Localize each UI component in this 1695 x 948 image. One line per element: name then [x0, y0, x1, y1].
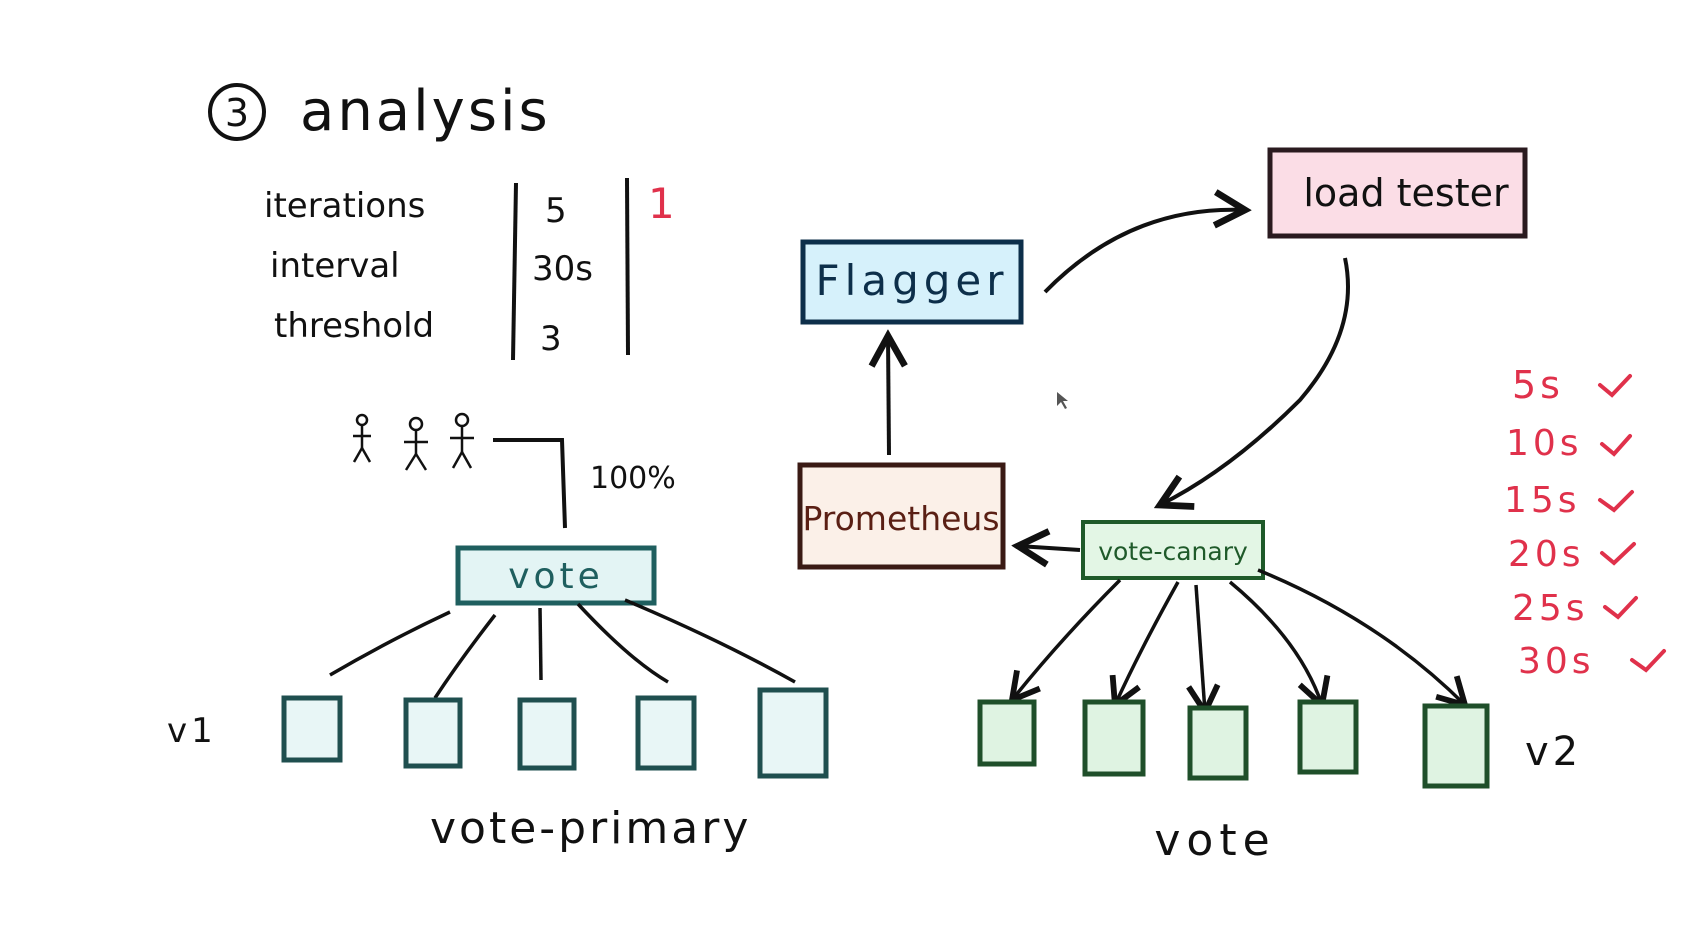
canary-pod [1187, 705, 1249, 781]
timing-10s: 10s [1506, 423, 1583, 464]
load-tester-label: load tester [1303, 171, 1509, 215]
canary-pods [977, 699, 1490, 789]
load-tester: load tester [1267, 147, 1528, 239]
title: 3 analysis [208, 79, 551, 144]
interval-label: interval [270, 246, 400, 286]
check-icon [1630, 649, 1666, 673]
flagger-box [800, 239, 1024, 325]
threshold-value: 3 [540, 319, 562, 359]
person-icon [352, 413, 372, 463]
check-icon [1600, 542, 1636, 566]
table-divider-1 [511, 182, 518, 361]
timing-20s: 20s [1508, 534, 1585, 575]
primary-pod [757, 687, 829, 779]
vote-service: vote [455, 545, 657, 606]
prometheus-to-flagger-arrow [888, 336, 889, 456]
canary-connectors [1012, 568, 1465, 712]
analysis-table: iterations interval threshold 5 30s 3 1 [264, 177, 675, 361]
canary-pod [1082, 699, 1146, 777]
iterations-value: 5 [545, 191, 567, 231]
flagger: Flagger [800, 239, 1024, 325]
canary-to-prometheus-arrow [1018, 546, 1081, 550]
primary-pods [281, 687, 829, 779]
canary-group-label: vote [1154, 815, 1275, 866]
traffic-line [493, 438, 567, 529]
flagger-to-loadtester-arrow [1043, 210, 1245, 294]
canary-pod [977, 699, 1037, 767]
traffic-percent: 100% [590, 461, 676, 496]
check-icon [1598, 374, 1632, 398]
threshold-label: threshold [274, 306, 434, 346]
prometheus-label: Prometheus [802, 499, 999, 538]
vote-service-box [455, 545, 657, 606]
timings: 5s 10s 15s 20s 25s 30s [1504, 363, 1666, 682]
prometheus-box [797, 462, 1006, 570]
canary-pod [1297, 699, 1359, 775]
person-icon [404, 416, 428, 471]
v2-label: v2 [1525, 729, 1582, 775]
loadtester-to-canary-arrow [1160, 257, 1350, 505]
vote-canary-label: vote-canary [1098, 537, 1248, 566]
primary-pod [403, 697, 463, 769]
primary-pod [635, 695, 697, 771]
check-icon [1598, 490, 1634, 513]
interval-value: 30s [532, 249, 593, 289]
primary-group-label: vote-primary [430, 803, 751, 854]
primary-connectors [329, 598, 796, 699]
primary-pod [517, 697, 577, 771]
vote-canary-box [1081, 520, 1265, 580]
check-icon [1600, 434, 1632, 457]
canary-pod [1422, 703, 1490, 789]
title-number: 3 [225, 91, 249, 135]
users [352, 412, 474, 471]
iterations-label: iterations [264, 186, 425, 226]
primary-pod [281, 695, 343, 763]
timing-30s: 30s [1518, 641, 1595, 682]
vote-service-label: vote [508, 556, 604, 597]
iteration-counter: 1 [648, 179, 675, 228]
load-tester-box [1267, 147, 1528, 239]
person-icon [450, 412, 474, 469]
timing-5s: 5s [1512, 363, 1564, 407]
vote-canary: vote-canary [1081, 520, 1265, 580]
v1-label: v1 [167, 711, 217, 751]
check-icon [1603, 596, 1638, 620]
title-text: analysis [300, 79, 551, 144]
table-divider-2 [625, 177, 630, 356]
title-number-circle [208, 83, 266, 141]
timing-15s: 15s [1504, 480, 1581, 521]
flagger-label: Flagger [816, 256, 1009, 305]
prometheus: Prometheus [797, 462, 1006, 570]
timing-25s: 25s [1512, 588, 1589, 629]
cursor-icon [1057, 392, 1068, 409]
